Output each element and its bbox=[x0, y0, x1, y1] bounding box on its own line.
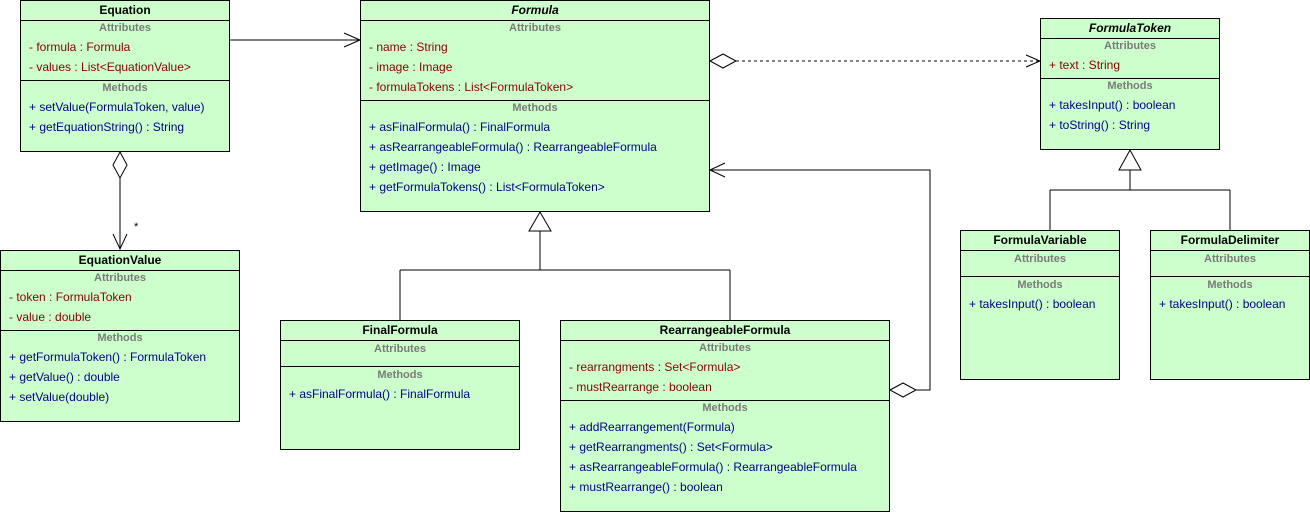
attributes-label: Attributes bbox=[509, 22, 561, 34]
methods-section: Methods + addRearrangement(Formula) + ge… bbox=[561, 401, 889, 500]
class-formula-token[interactable]: FormulaToken Attributes + text : String … bbox=[1040, 18, 1220, 150]
class-name: FormulaToken bbox=[1041, 19, 1219, 39]
attribute: - token : FormulaToken bbox=[9, 290, 132, 304]
aggregation-rearrangeableformula-formula-arrowhead bbox=[708, 162, 726, 178]
method: + getRearrangments() : Set<Formula> bbox=[569, 440, 773, 454]
attribute: - formula : Formula bbox=[29, 40, 131, 54]
methods-label: Methods bbox=[1207, 279, 1253, 291]
class-name: RearrangeableFormula bbox=[561, 321, 889, 341]
attribute: - values : List<EquationValue> bbox=[29, 60, 191, 74]
generalization-formulatoken-triangle bbox=[1118, 148, 1142, 171]
method: + getValue() : double bbox=[9, 370, 120, 384]
attributes-section: Attributes - formula : Formula - values … bbox=[21, 21, 229, 81]
methods-label: Methods bbox=[97, 332, 143, 344]
aggregation-equation-equationvalue-arrowhead bbox=[112, 233, 128, 251]
attributes-section: Attributes bbox=[1151, 251, 1309, 277]
attributes-section: Attributes - name : String - image : Ima… bbox=[361, 21, 709, 101]
method: + getEquationString() : String bbox=[29, 120, 185, 134]
methods-label: Methods bbox=[377, 369, 423, 381]
class-name: Formula bbox=[361, 1, 709, 21]
methods-section: Methods + asFinalFormula() : FinalFormul… bbox=[281, 367, 519, 407]
aggregation-rearrangeableformula-formula-line bbox=[710, 169, 931, 391]
class-name: FinalFormula bbox=[281, 321, 519, 341]
methods-label: Methods bbox=[702, 402, 748, 414]
attributes-label: Attributes bbox=[1014, 253, 1066, 265]
class-name: FormulaVariable bbox=[961, 231, 1119, 251]
methods-label: Methods bbox=[1107, 80, 1153, 92]
aggregation-rearrangeableformula-diamond bbox=[888, 382, 918, 398]
methods-section: Methods + getFormulaToken() : FormulaTok… bbox=[1, 331, 239, 410]
attribute: - rearrangments : Set<Formula> bbox=[569, 360, 741, 374]
method: + takesInput() : boolean bbox=[969, 297, 1096, 311]
multiplicity-label: * bbox=[134, 221, 139, 233]
methods-label: Methods bbox=[102, 82, 148, 94]
attributes-section: Attributes - rearrangments : Set<Formula… bbox=[561, 341, 889, 401]
methods-section: Methods + takesInput() : boolean + toStr… bbox=[1041, 79, 1219, 138]
methods-label: Methods bbox=[512, 102, 558, 114]
attribute: - mustRearrange : boolean bbox=[569, 380, 712, 394]
attributes-section: Attributes - token : FormulaToken - valu… bbox=[1, 271, 239, 331]
method: + asFinalFormula() : FinalFormula bbox=[369, 120, 551, 134]
method: + takesInput() : boolean bbox=[1159, 297, 1286, 311]
aggregation-equation-diamond bbox=[112, 150, 128, 180]
attributes-label: Attributes bbox=[1204, 253, 1256, 265]
attributes-label: Attributes bbox=[94, 272, 146, 284]
class-formula-delimiter[interactable]: FormulaDelimiter Attributes Methods + ta… bbox=[1150, 230, 1310, 380]
class-equation-value[interactable]: EquationValue Attributes - token : Formu… bbox=[0, 250, 240, 422]
methods-section: Methods + asFinalFormula() : FinalFormul… bbox=[361, 101, 709, 200]
class-formula-variable[interactable]: FormulaVariable Attributes Methods + tak… bbox=[960, 230, 1120, 380]
methods-section: Methods + takesInput() : boolean bbox=[1151, 277, 1309, 317]
generalization-formula-triangle bbox=[528, 211, 552, 232]
class-name: EquationValue bbox=[1, 251, 239, 271]
methods-section: Methods + takesInput() : boolean bbox=[961, 277, 1119, 317]
class-rearrangeable-formula[interactable]: RearrangeableFormula Attributes - rearra… bbox=[560, 320, 890, 512]
attributes-label: Attributes bbox=[1104, 40, 1156, 52]
method: + toString() : String bbox=[1049, 118, 1151, 132]
method: + setValue(FormulaToken, value) bbox=[29, 100, 205, 114]
method: + asRearrangeableFormula() : Rearrangeab… bbox=[369, 140, 657, 154]
attributes-label: Attributes bbox=[374, 343, 426, 355]
method: + getFormulaTokens() : List<FormulaToken… bbox=[369, 180, 605, 194]
method: + setValue(double) bbox=[9, 390, 110, 404]
method: + addRearrangement(Formula) bbox=[569, 420, 735, 434]
attributes-section: Attributes bbox=[961, 251, 1119, 277]
attribute: + text : String bbox=[1049, 58, 1121, 72]
aggregation-formula-diamond bbox=[708, 53, 738, 69]
attributes-section: Attributes + text : String bbox=[1041, 39, 1219, 79]
attribute: - formulaTokens : List<FormulaToken> bbox=[369, 80, 574, 94]
attribute: - image : Image bbox=[369, 60, 453, 74]
attribute: - name : String bbox=[369, 40, 448, 54]
attributes-label: Attributes bbox=[99, 22, 151, 34]
class-formula[interactable]: Formula Attributes - name : String - ima… bbox=[360, 0, 710, 212]
method: + getImage() : Image bbox=[369, 160, 481, 174]
class-final-formula[interactable]: FinalFormula Attributes Methods + asFina… bbox=[280, 320, 520, 450]
class-equation[interactable]: Equation Attributes - formula : Formula … bbox=[20, 0, 230, 152]
method: + getFormulaToken() : FormulaToken bbox=[9, 350, 207, 364]
class-name: Equation bbox=[21, 1, 229, 21]
class-name: FormulaDelimiter bbox=[1151, 231, 1309, 251]
attribute: - value : double bbox=[9, 310, 92, 324]
method: + asFinalFormula() : FinalFormula bbox=[289, 387, 471, 401]
method: + takesInput() : boolean bbox=[1049, 98, 1176, 112]
methods-section: Methods + setValue(FormulaToken, value) … bbox=[21, 81, 229, 140]
method: + asRearrangeableFormula() : Rearrangeab… bbox=[569, 460, 857, 474]
methods-label: Methods bbox=[1017, 279, 1063, 291]
attributes-label: Attributes bbox=[699, 342, 751, 354]
method: + mustRearrange() : boolean bbox=[569, 480, 723, 494]
attributes-section: Attributes bbox=[281, 341, 519, 367]
